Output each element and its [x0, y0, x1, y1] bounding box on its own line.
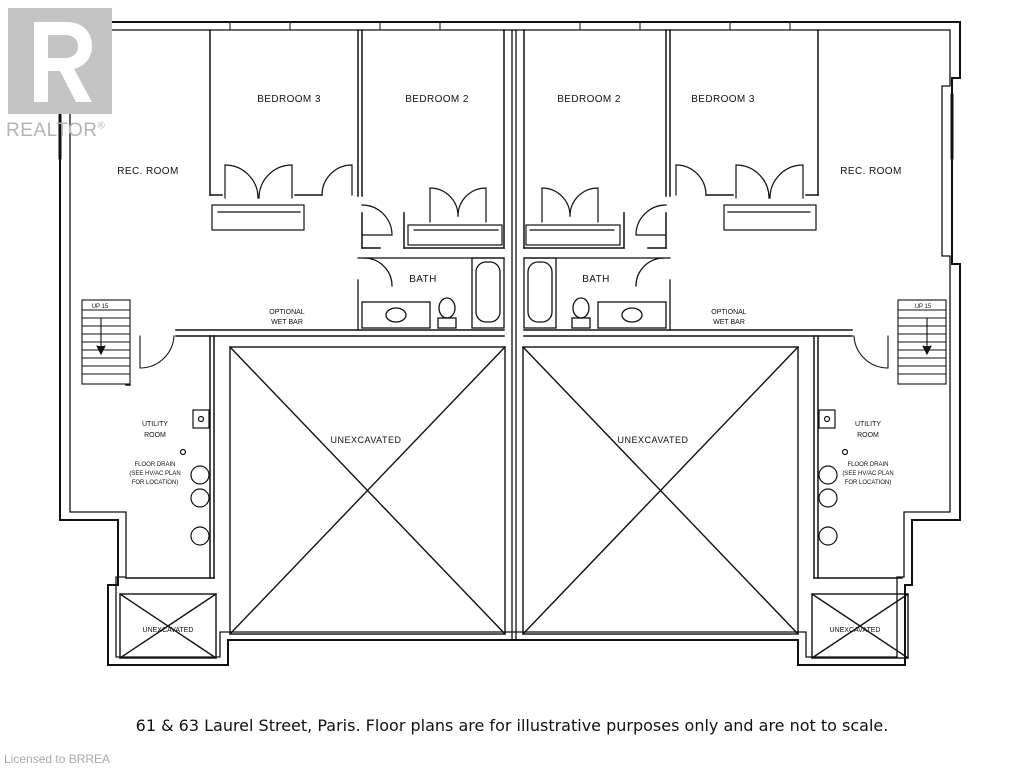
label-utility-room: ROOM: [857, 432, 879, 439]
outer-wall: [59, 21, 961, 666]
label-bedroom-3: BEDROOM 3: [257, 94, 321, 105]
left-utility-fixtures: [179, 409, 210, 546]
right-unit-labels: BEDROOM 2 BEDROOM 3 REC. ROOM BATH OPTIO…: [557, 94, 932, 634]
label-utility-room: ROOM: [144, 432, 166, 439]
label-bedroom-2: BEDROOM 2: [405, 94, 469, 105]
label-drain-note-1: (SEE HV/AC PLAN: [129, 471, 180, 477]
left-unexcavated-large: [229, 346, 506, 635]
label-optional: OPTIONAL: [269, 309, 305, 316]
left-unit-labels: BEDROOM 3 BEDROOM 2 REC. ROOM BATH OPTIO…: [92, 94, 469, 634]
floor-plan-diagram: BEDROOM 3 BEDROOM 2 REC. ROOM BATH OPTIO…: [58, 21, 961, 666]
label-utility: UTILITY: [855, 421, 881, 428]
label-wet-bar: WET BAR: [713, 319, 745, 326]
label-unexcavated-large: UNEXCAVATED: [330, 435, 401, 445]
label-rec-room: REC. ROOM: [840, 166, 901, 177]
left-closets: [211, 164, 503, 246]
label-floor-drain: FLOOR DRAIN: [847, 462, 888, 468]
label-bath: BATH: [409, 274, 437, 285]
realtor-logo: REALTOR®: [6, 8, 116, 141]
label-unexcavated-small: UNEXCAVATED: [830, 627, 881, 634]
label-wet-bar: WET BAR: [271, 319, 303, 326]
left-lower-walls: [125, 329, 505, 579]
left-bedroom-doors: [321, 164, 393, 236]
label-drain-note-1: (SEE HV/AC PLAN: [842, 471, 893, 477]
label-rec-room: REC. ROOM: [117, 166, 178, 177]
label-utility: UTILITY: [142, 421, 168, 428]
label-stairs: UP 15: [915, 304, 932, 310]
label-bedroom-2: BEDROOM 2: [557, 94, 621, 105]
label-bath: BATH: [582, 274, 610, 285]
label-unexcavated-small: UNEXCAVATED: [143, 627, 194, 634]
inner-wall: [69, 29, 951, 658]
party-wall: [511, 29, 517, 641]
label-drain-note-2: FOR LOCATION): [845, 480, 892, 486]
label-bedroom-3: BEDROOM 3: [691, 94, 755, 105]
plan-caption: 61 & 63 Laurel Street, Paris. Floor plan…: [135, 716, 889, 735]
left-bedroom-walls: [209, 29, 505, 249]
realtor-logo-text: REALTOR®: [6, 120, 106, 141]
left-stairs: [81, 299, 175, 385]
license-watermark: Licensed to BRREA: [4, 752, 111, 766]
label-unexcavated-large: UNEXCAVATED: [617, 435, 688, 445]
left-unexcavated-small: [119, 593, 217, 659]
label-optional: OPTIONAL: [711, 309, 747, 316]
realtor-r-icon: [8, 8, 112, 114]
left-bath: [357, 257, 505, 331]
label-stairs: UP 15: [92, 304, 109, 310]
label-floor-drain: FLOOR DRAIN: [134, 462, 175, 468]
top-window-marks: [229, 21, 791, 31]
label-drain-note-2: FOR LOCATION): [132, 480, 179, 486]
